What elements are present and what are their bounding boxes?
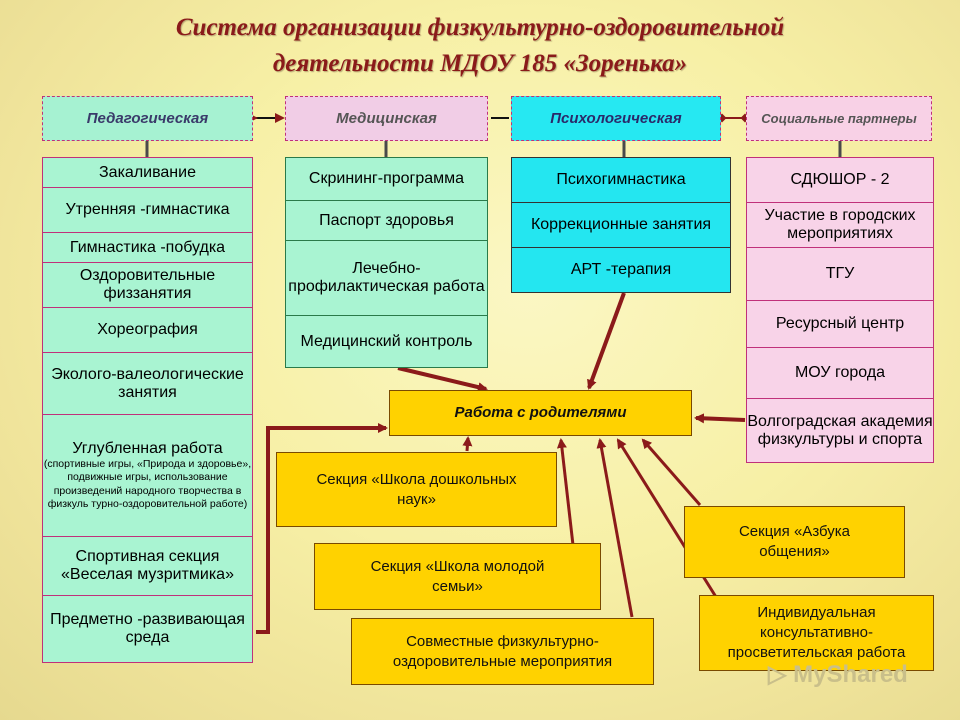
arrow-med-center [397,366,488,393]
section-label: Секция «Азбука общения» [738,523,851,560]
med-item-screening: Скрининг-программа [286,158,487,201]
header-pedagogical-label: Педагогическая [86,109,209,127]
diagram-title: Система организации физкультурно-оздоров… [60,10,900,82]
ped-item-choreography: Хореография [43,308,252,353]
ped-item-in-depth-work: Углубленная работа (спортивные игры, «Пр… [43,415,252,537]
arrow-ped-center [256,423,388,634]
social-partners-list: СДЮШОР - 2 Участие в городских мероприят… [746,157,934,463]
ped-item-label: Предметно -развивающая среда [50,611,245,646]
ped-item-details: (спортивные игры, «Природа и здоровье», … [43,457,252,511]
soc-item-label: Участие в городских мероприятиях [764,207,916,242]
arrow-sec3-center [596,438,634,618]
soc-item-tgu: ТГУ [747,248,933,301]
med-item-label: Лечебно-профилактическая работа [288,260,485,295]
med-item-label: Скрининг-программа [308,170,465,187]
arrow-sec4-center [641,438,702,506]
section-communication-abc: Секция «Азбука общения» [684,506,905,578]
individual-consulting: Индивидуальная консультативно-просветите… [699,595,934,671]
ped-item-morning-gymnastics: Утренняя -гимнастика [43,188,252,233]
pedagogical-list: Закаливание Утренняя -гимнастика Гимнаст… [42,157,253,663]
med-item-preventive-work: Лечебно-профилактическая работа [286,241,487,316]
psychological-list: Психогимнастика Коррекционные занятия АР… [511,157,731,293]
arrow-psy-center [587,292,626,390]
arrow-sec1-center [462,436,473,452]
ped-item-label: Углубленная работа [72,439,223,457]
ped-item-label: Хореография [97,321,198,338]
soc-item-label: Волгоградская академия физкультуры и спо… [747,412,933,448]
arrow-soc-center [694,413,746,424]
ped-item-health-classes: Оздоровительные физзанятия [43,263,252,308]
psy-item-label: Коррекционные занятия [530,216,712,233]
ped-item-label: Эколого-валеологические занятия [51,365,244,401]
ped-item-developing-environment: Предметно -развивающая среда [43,596,252,662]
header-pedagogical: Педагогическая [42,96,253,141]
soc-item-sdyushor: СДЮШОР - 2 [747,158,933,203]
arrow-sec2-center [556,438,575,546]
ped-item-label: Спортивная секция «Веселая музритмика» [61,548,234,583]
soc-item-label: СДЮШОР - 2 [790,171,890,188]
ped-item-label: Утренняя -гимнастика [65,201,230,218]
watermark-label: MyShared [793,661,908,688]
med-item-medical-control: Медицинский контроль [286,316,487,367]
med-item-health-passport: Паспорт здоровья [286,201,487,241]
soc-item-city-events: Участие в городских мероприятиях [747,203,933,248]
psy-item-art-therapy: АРТ -терапия [512,248,730,292]
ped-item-eco-valeology: Эколого-валеологические занятия [43,353,252,415]
ped-item-hardening: Закаливание [43,158,252,188]
ped-item-label: Оздоровительные физзанятия [79,267,216,302]
section-label: Совместные физкультурно-оздоровительные … [392,632,613,670]
section-label: Секция «Школа дошкольных наук» [316,470,517,508]
soc-item-resource-center: Ресурсный центр [747,301,933,348]
psy-item-label: АРТ -терапия [570,261,672,278]
joint-sports-events: Совместные физкультурно-оздоровительные … [351,618,654,685]
header-medical-label: Медицинская [336,109,437,127]
soc-item-volgograd-academy: Волгоградская академия физкультуры и спо… [747,399,933,462]
watermark: ▷ MyShared [768,661,908,688]
work-with-parents: Работа с родителями [389,390,692,436]
ped-item-label: Закаливание [99,163,196,181]
medical-list: Скрининг-программа Паспорт здоровья Лече… [285,157,488,368]
soc-item-city-schools: МОУ города [747,348,933,399]
psy-item-correctional-classes: Коррекционные занятия [512,203,730,248]
header-social-partners: Социальные партнеры [746,96,932,141]
section-label: Секция «Школа молодой семьи» [370,557,545,595]
psy-item-label: Психогимнастика [556,171,686,188]
ped-item-wakeup-gymnastics: Гимнастика -побудка [43,233,252,263]
title-line-1: Система организации физкультурно-оздоров… [175,14,785,41]
header-psychological: Психологическая [511,96,721,141]
section-preschool-sciences: Секция «Школа дошкольных наук» [276,452,557,527]
section-young-family: Секция «Школа молодой семьи» [314,543,601,610]
med-item-label: Паспорт здоровья [319,211,454,229]
title-line-2: деятельности МДОУ 185 «Зоренька» [272,50,688,77]
header-psychological-label: Психологическая [550,109,682,127]
header-medical: Медицинская [285,96,488,141]
soc-item-label: МОУ города [794,364,886,381]
header-social-partners-label: Социальные партнеры [761,111,917,126]
section-label: Индивидуальная консультативно-просветите… [727,604,906,661]
soc-item-label: ТГУ [825,265,855,282]
ped-item-sports-section: Спортивная секция «Веселая музритмика» [43,537,252,596]
work-with-parents-label: Работа с родителями [454,404,627,421]
soc-item-label: Ресурсный центр [775,315,905,332]
med-item-label: Медицинский контроль [300,332,473,350]
ped-item-label: Гимнастика -побудка [69,238,226,256]
psy-item-psychogymnastics: Психогимнастика [512,158,730,203]
